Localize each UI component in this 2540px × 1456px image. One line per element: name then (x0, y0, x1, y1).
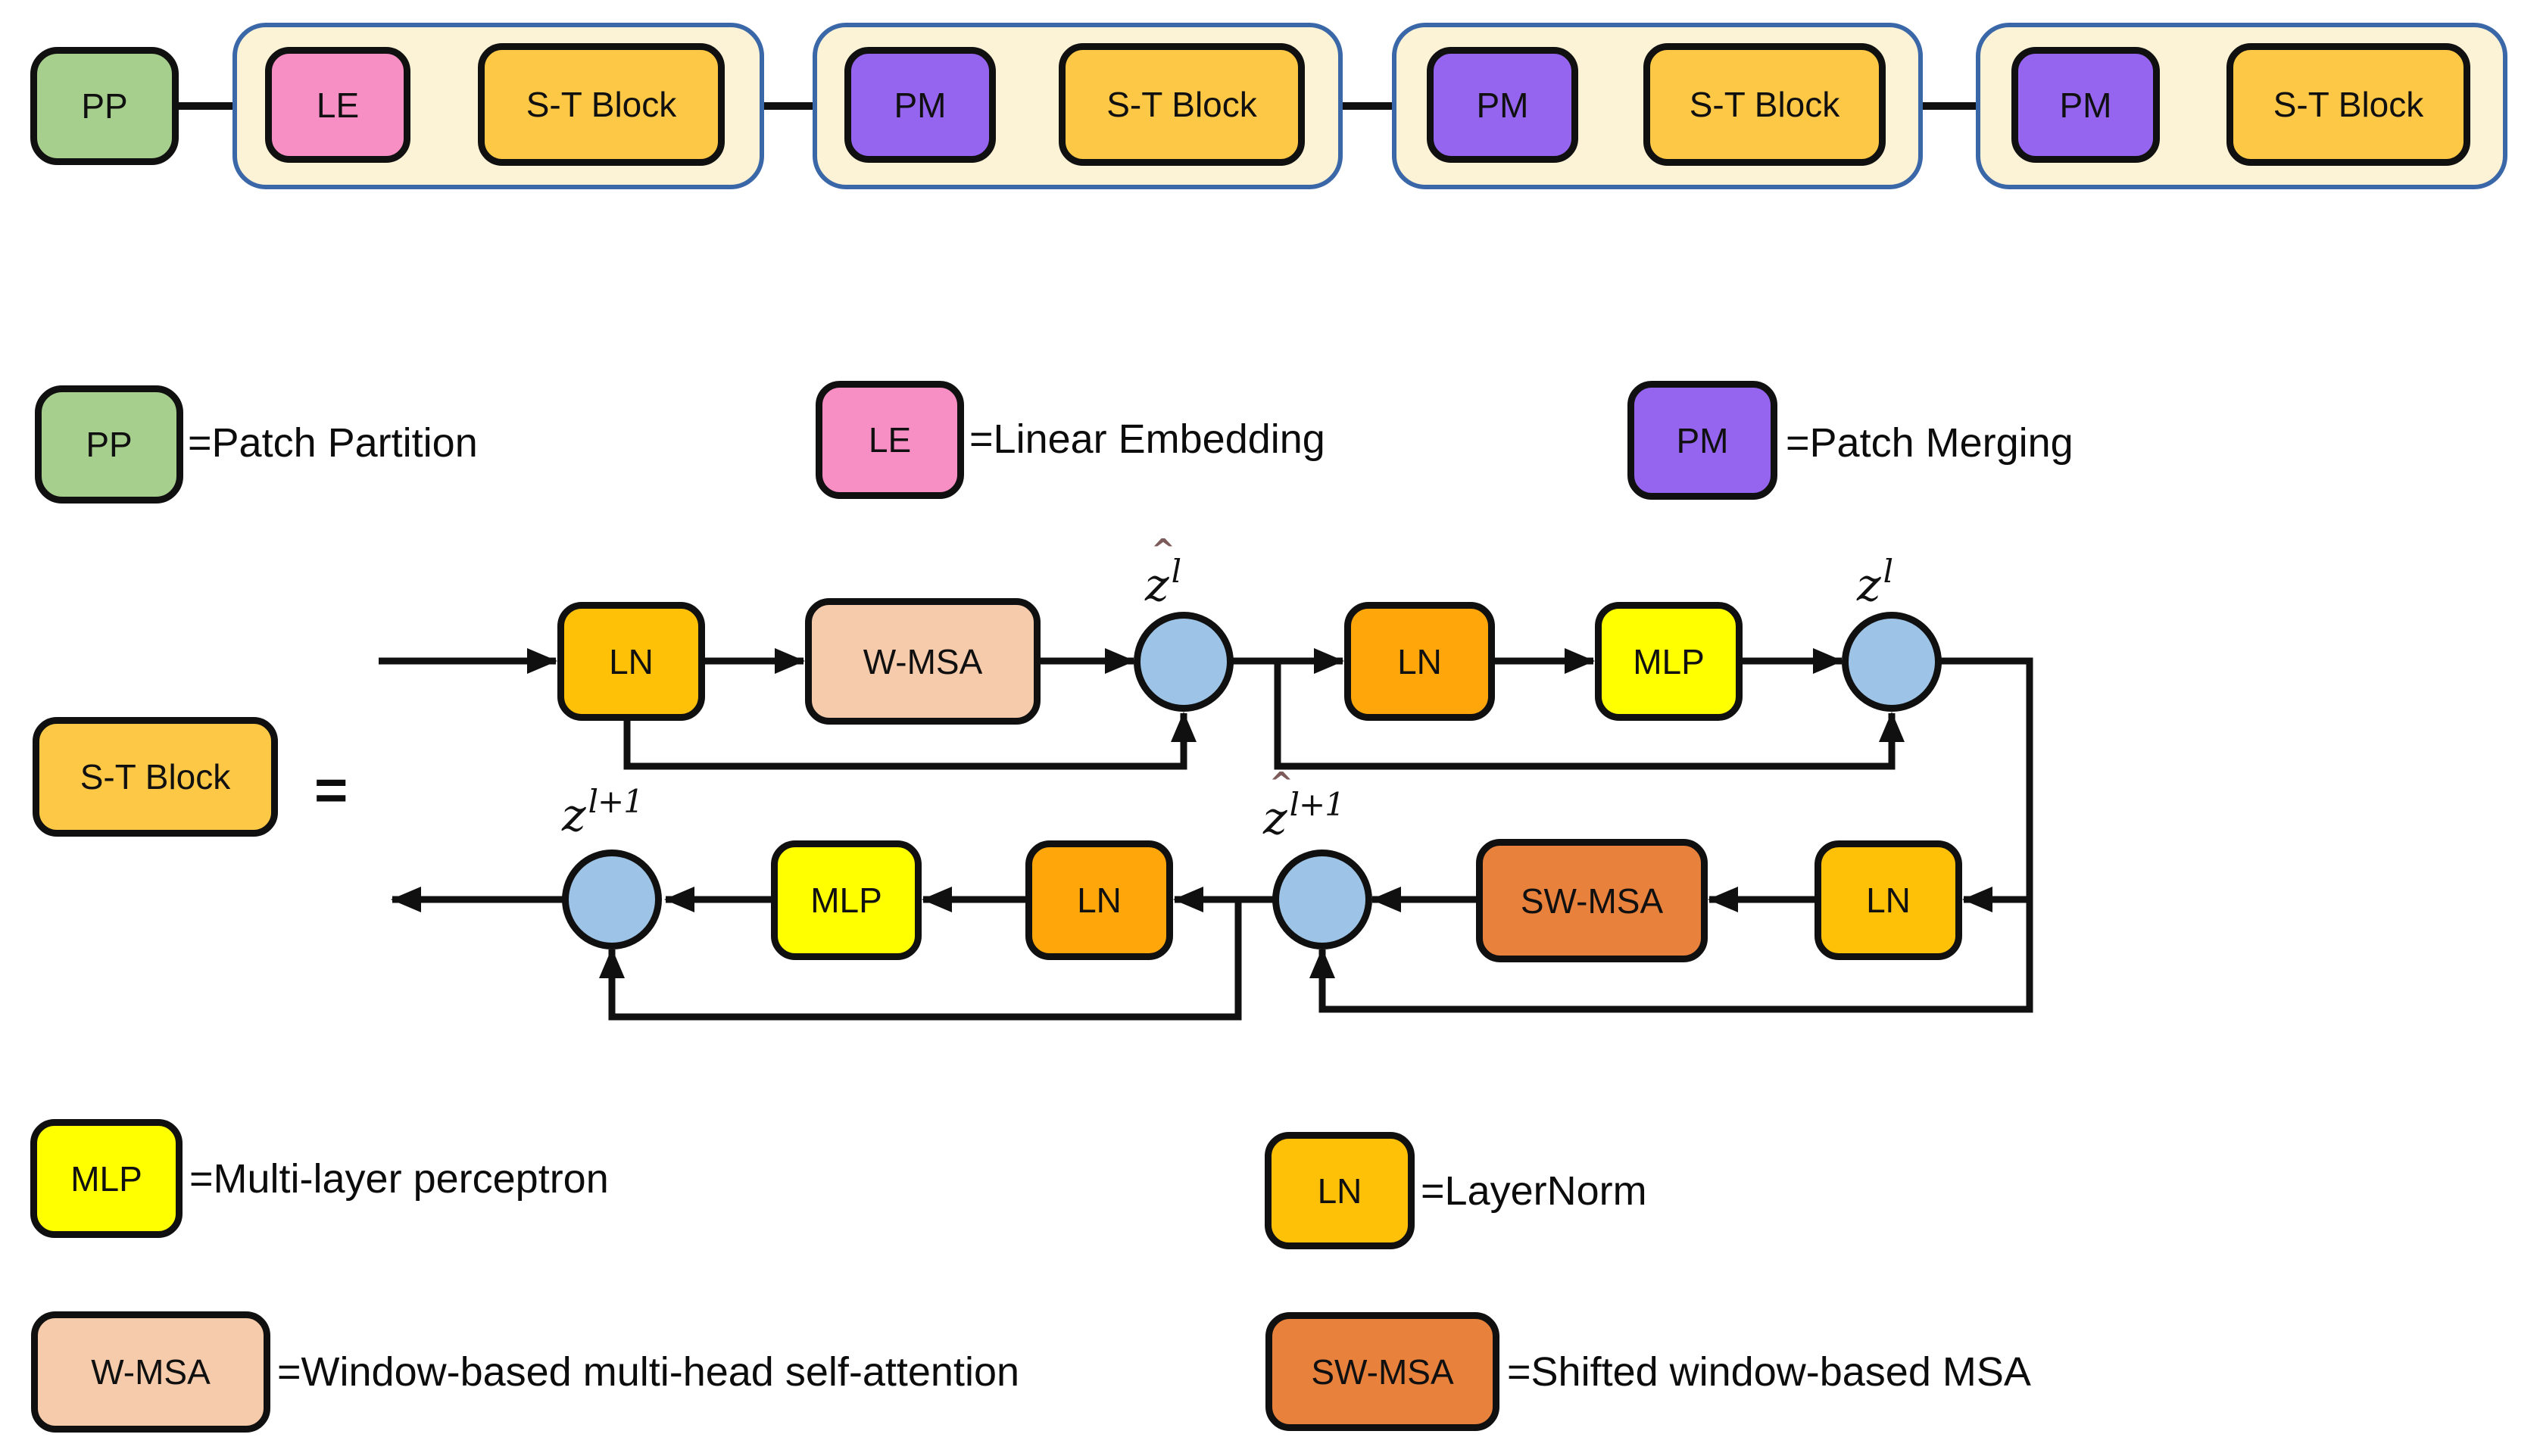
stage4-st-block-node: S-T Block (2226, 43, 2470, 166)
detail-mlp2-node: MLP (771, 840, 922, 960)
legend-le-text: =Linear Embedding (969, 416, 1325, 462)
legend-swmsa-box: SW-MSA (1265, 1312, 1499, 1431)
wire-sum2-down-and-residual-to-sum3 (1309, 657, 2033, 1013)
legend-ln-text: =LayerNorm (1421, 1168, 1647, 1214)
residual-add-circle-4 (562, 850, 662, 949)
equals-sign: = (314, 758, 348, 823)
legend-swmsa-text: =Shifted window-based MSA (1507, 1349, 2031, 1395)
hat-accent: ^ (1269, 766, 1293, 800)
stage2-patch-merging-node: PM (844, 47, 996, 163)
residual-sum1-to-sum2 (1274, 661, 1905, 770)
stage3-st-block-node: S-T Block (1643, 43, 1886, 166)
legend-wmsa-box: W-MSA (31, 1311, 270, 1433)
legend-le-box: LE (816, 381, 964, 499)
hat-accent: ^ (1151, 533, 1175, 566)
stage1-linear-embedding-node: LE (265, 47, 410, 163)
detail-ln4-node: LN (1025, 840, 1173, 960)
detail-wmsa-node: W-MSA (805, 598, 1041, 725)
math-label-zhat-l1: ^zl+1 (1263, 766, 1345, 845)
stage2-st-block-node: S-T Block (1059, 43, 1305, 166)
detail-ln3-node: LN (1815, 840, 1962, 960)
legend-wmsa-text: =Window-based multi-head self-attention (277, 1349, 1020, 1395)
math-label-zhat-l: ^zl (1145, 533, 1181, 612)
math-label-z-l: zl (1857, 553, 1893, 612)
patch-partition-node: PP (30, 47, 179, 165)
legend-pm-text: =Patch Merging (1786, 420, 2074, 466)
detail-mlp1-node: MLP (1595, 602, 1743, 721)
legend-pp-box: PP (35, 385, 183, 504)
stage3-patch-merging-node: PM (1427, 47, 1578, 163)
legend-pm-box: PM (1627, 381, 1777, 500)
legend-pp-text: =Patch Partition (188, 420, 478, 466)
residual-add-circle-2 (1842, 612, 1942, 712)
stage4-patch-merging-node: PM (2011, 47, 2160, 163)
stage1-st-block-node: S-T Block (478, 43, 725, 166)
legend-mlp-text: =Multi-layer perceptron (189, 1156, 609, 1202)
detail-ln2-node: LN (1344, 602, 1495, 721)
legend-mlp-box: MLP (30, 1119, 183, 1238)
detail-ln1-node: LN (557, 602, 705, 721)
residual-ln1-to-sum1 (623, 712, 1197, 770)
legend-ln-box: LN (1265, 1132, 1415, 1249)
residual-sum3-to-sum4 (599, 899, 1242, 1021)
detail-swmsa-node: SW-MSA (1476, 839, 1708, 962)
residual-add-circle-1 (1134, 612, 1234, 712)
math-label-z-l1: zl+1 (562, 783, 644, 842)
residual-add-circle-3 (1272, 850, 1372, 949)
st-block-lhs-box: S-T Block (33, 717, 278, 837)
